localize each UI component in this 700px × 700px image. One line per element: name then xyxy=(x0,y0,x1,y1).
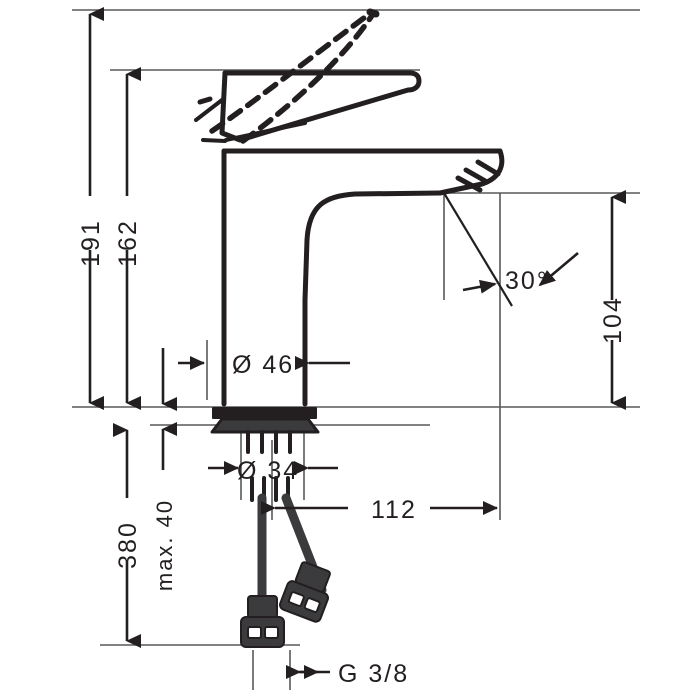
hose-left-collar xyxy=(247,595,278,619)
aerator xyxy=(455,159,501,193)
dimline-angle-left xyxy=(462,279,497,294)
lever-side-tick-lower xyxy=(201,138,227,143)
label-d46: Ø 46 xyxy=(232,351,294,379)
hose-left-nut xyxy=(240,616,285,648)
spout-inner-curve xyxy=(302,190,443,303)
lever-side-tick-upper xyxy=(194,98,224,122)
label-112: 112 xyxy=(371,496,417,524)
lever-tip-open xyxy=(366,8,380,18)
label-max-40: max. 40 xyxy=(152,499,177,591)
faucet-body-graphic xyxy=(194,8,505,502)
label-380: 380 xyxy=(114,521,142,569)
dimension-labels: 191 162 104 Ø 46 Ø 34 112 380 max. 40 G … xyxy=(77,219,627,688)
deck-flange xyxy=(212,407,317,419)
lever-handle-closed xyxy=(222,70,422,125)
lever-side-tick-dot xyxy=(197,96,213,105)
label-30-deg: 30° xyxy=(505,267,549,295)
hose-right-nut-face-b xyxy=(303,597,321,613)
label-191: 191 xyxy=(77,219,105,267)
lever-underline xyxy=(224,121,307,142)
label-104: 104 xyxy=(599,296,627,344)
shank-threads xyxy=(246,430,292,454)
lever-handle-open-position xyxy=(209,9,376,144)
hose-right-nut-face-a xyxy=(287,591,305,607)
dimension-lines xyxy=(88,7,626,679)
label-162: 162 xyxy=(114,219,142,267)
mounting-base xyxy=(210,417,320,434)
angle-ray xyxy=(443,192,513,307)
hose-left-nut-face-a xyxy=(247,626,262,639)
label-d34: Ø 34 xyxy=(237,457,299,485)
label-g38: G 3/8 xyxy=(338,660,409,688)
hose-fittings xyxy=(240,561,331,648)
dimline-angle-right xyxy=(538,252,579,287)
hose-left-nut-face-b xyxy=(264,626,279,639)
